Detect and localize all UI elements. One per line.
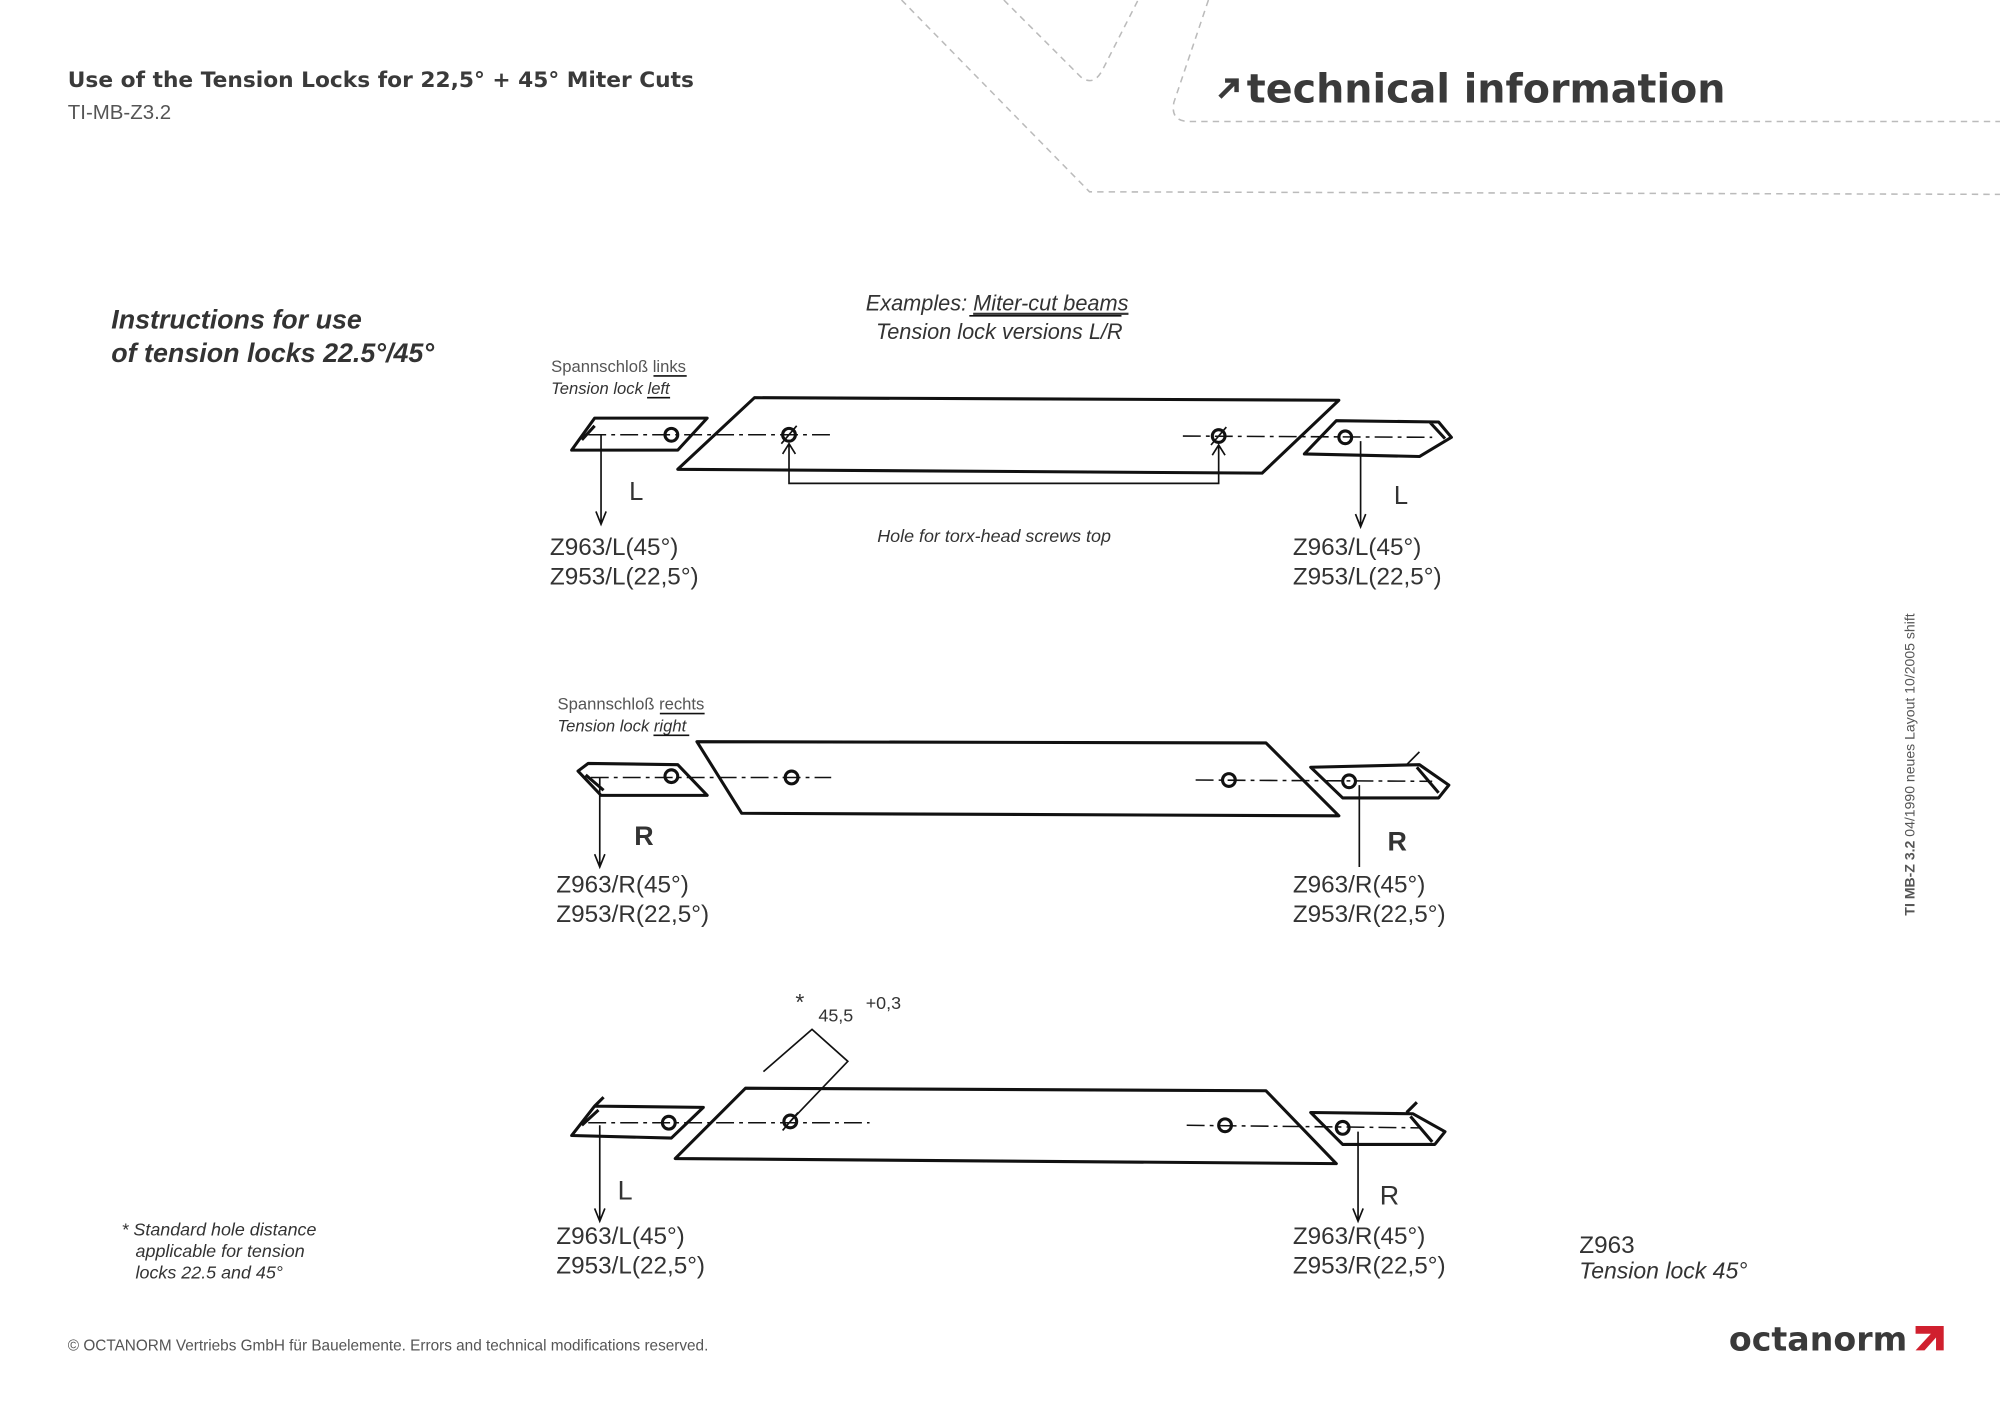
lock-letter-left: L bbox=[629, 478, 643, 506]
lock-label-de: Spannschloß links bbox=[551, 357, 686, 376]
part-code: Z953/R(22,5°) bbox=[556, 901, 709, 928]
footnote-line3: locks 22.5 and 45° bbox=[136, 1263, 283, 1283]
examples-line1: Examples: Miter-cut beams bbox=[866, 291, 1129, 316]
tension-lock-right bbox=[1302, 419, 1453, 459]
octanorm-logo: octanorm bbox=[1729, 1319, 1944, 1358]
dimension-value: 45,5 bbox=[818, 1006, 853, 1026]
lock-letter-right: R bbox=[1380, 1181, 1399, 1211]
footnote-line1: * Standard hole distance bbox=[122, 1219, 317, 1239]
part-code: Z963/R(45°) bbox=[1293, 872, 1426, 899]
lock-letter-left: R bbox=[634, 821, 653, 851]
lock-letter-right: L bbox=[1394, 482, 1408, 510]
product-name: Tension lock 45° bbox=[1579, 1258, 1747, 1284]
part-code: Z963/R(45°) bbox=[556, 872, 689, 899]
beam bbox=[676, 396, 1341, 475]
copyright: © OCTANORM Vertriebs GmbH für Bauelement… bbox=[68, 1337, 709, 1354]
part-code: Z953/R(22,5°) bbox=[1293, 1253, 1446, 1280]
arrow-up-right-icon bbox=[1218, 78, 1239, 99]
examples-line2: Tension lock versions L/R bbox=[876, 319, 1123, 344]
part-code: Z953/L(22,5°) bbox=[556, 1253, 705, 1280]
tension-lock-right bbox=[1309, 763, 1451, 800]
tension-lock-left bbox=[576, 761, 709, 797]
hole-note: Hole for torx-head screws top bbox=[877, 526, 1111, 546]
footnote-line2: applicable for tension bbox=[136, 1241, 305, 1261]
instructions-heading-line2: of tension locks 22.5°/45° bbox=[111, 338, 434, 368]
instructions-heading-line1: Instructions for use bbox=[111, 305, 362, 335]
tension-lock-left bbox=[570, 416, 709, 452]
part-code: Z953/L(22,5°) bbox=[550, 563, 699, 590]
tension-lock-left bbox=[570, 1096, 705, 1140]
lock-label-de: Spannschloß rechts bbox=[558, 695, 705, 714]
lock-letter-right: R bbox=[1387, 826, 1406, 856]
part-code: Z963/L(45°) bbox=[1293, 534, 1421, 561]
product-code: Z963 bbox=[1579, 1232, 1634, 1259]
section-title: technical information bbox=[1247, 66, 1726, 112]
lock-label-en: Tension lock left bbox=[551, 379, 671, 398]
beam bbox=[695, 740, 1341, 818]
part-code: Z953/L(22,5°) bbox=[1293, 563, 1442, 590]
lock-letter-left: L bbox=[618, 1175, 633, 1205]
part-code: Z963/R(45°) bbox=[1293, 1223, 1426, 1250]
dimension-star: * bbox=[795, 989, 804, 1015]
decorative-outline bbox=[900, 0, 2000, 196]
part-code: Z953/R(22,5°) bbox=[1293, 901, 1446, 928]
document-title: Use of the Tension Locks for 22,5° + 45°… bbox=[68, 68, 694, 93]
dimension-tolerance: +0,3 bbox=[866, 993, 901, 1013]
part-code: Z963/L(45°) bbox=[550, 534, 678, 561]
side-note: TI MB-Z 3.2 04/1990 neues Layout 10/2005… bbox=[1901, 613, 1917, 915]
beam bbox=[673, 1086, 1338, 1166]
row-right-locks: Spannschloß rechts Tension lock right R … bbox=[556, 695, 1451, 928]
part-code: Z963/L(45°) bbox=[556, 1223, 684, 1250]
svg-text:octanorm: octanorm bbox=[1729, 1319, 1907, 1358]
row-left-locks: Spannschloß links Tension lock left L L … bbox=[550, 357, 1453, 590]
tension-lock-right bbox=[1309, 1101, 1447, 1147]
document-id: TI-MB-Z3.2 bbox=[68, 101, 171, 124]
row-mixed-locks: * 45,5 +0,3 L R Z963/L(45°) Z953/L(22,5°… bbox=[556, 989, 1447, 1280]
lock-label-en: Tension lock right bbox=[558, 716, 688, 735]
